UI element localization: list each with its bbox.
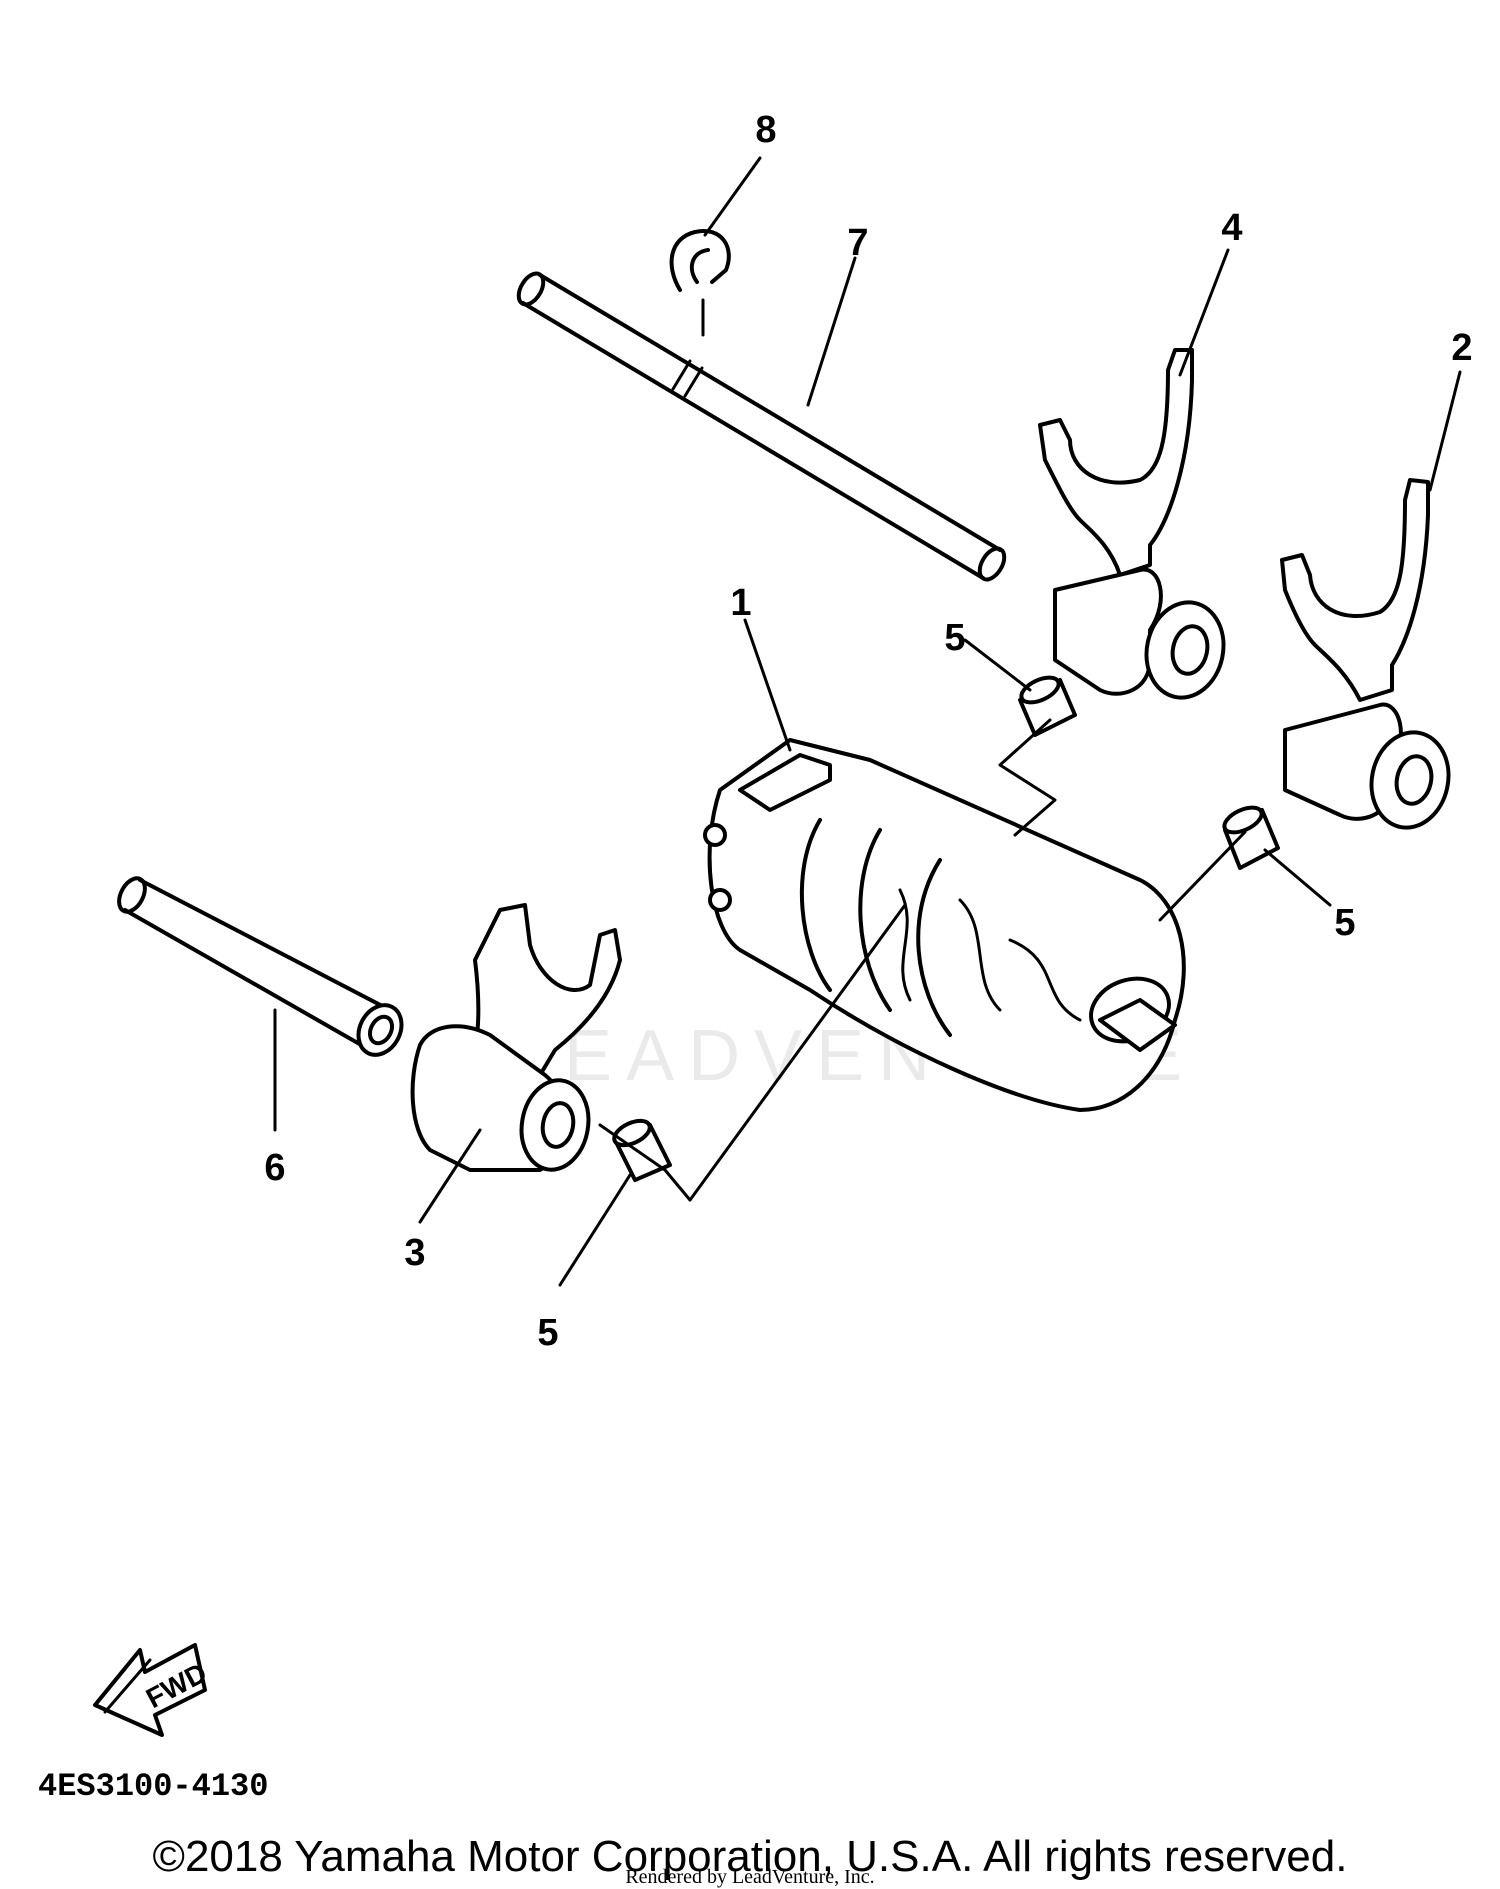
callout-3: 3	[404, 1232, 425, 1274]
callout-labels: 8 7 4 2 1 5 5 6 3 5	[264, 109, 1472, 1354]
part-diagram-code: 4ES3100-4130	[38, 1768, 268, 1805]
forward-direction-arrow: FWD	[93, 1643, 212, 1737]
guide-pin-part-5-lower	[612, 1118, 672, 1182]
callout-4: 4	[1221, 207, 1242, 249]
callout-7: 7	[847, 222, 868, 264]
callout-1: 1	[730, 582, 751, 624]
callout-2: 2	[1451, 327, 1472, 369]
shift-fork-shaft-part-6	[117, 876, 404, 1057]
guide-pin-part-5-upper	[1018, 675, 1077, 737]
callout-6: 6	[264, 1147, 285, 1189]
shift-fork-part-2	[1280, 478, 1451, 830]
leader-lines	[273, 156, 1462, 1287]
rendered-by-notice: Rendered by LeadVenture, Inc.	[625, 1866, 875, 1888]
shift-fork-part-4	[1038, 348, 1226, 700]
callout-8: 8	[755, 109, 776, 151]
shift-fork-part-3	[410, 903, 622, 1172]
shift-cam-part-1	[703, 738, 1186, 1112]
callout-5-upper: 5	[944, 617, 965, 659]
callout-5-lower: 5	[537, 1312, 558, 1354]
guide-pin-part-5-right	[1222, 805, 1280, 870]
shift-fork-shaft-part-7	[516, 271, 1007, 582]
callout-5-right: 5	[1334, 902, 1355, 944]
copyright-notice: ©2018 Yamaha Motor Corporation, U.S.A. A…	[152, 1832, 1348, 1881]
circlip-part-8	[669, 229, 731, 292]
